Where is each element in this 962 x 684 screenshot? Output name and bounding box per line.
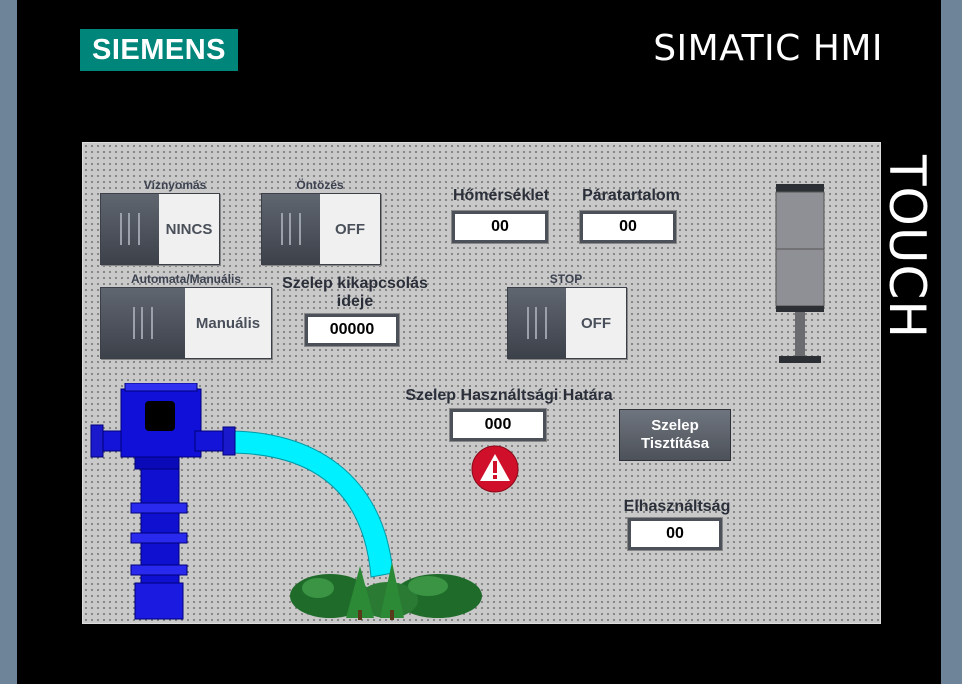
button-label: Szelep Tisztítása: [641, 417, 709, 453]
elhasznaltsag-label: Elhasználtság: [623, 498, 731, 515]
stop-switch[interactable]: OFF: [507, 287, 627, 359]
grip-icon: [281, 213, 301, 245]
ontozes-switch[interactable]: OFF: [261, 193, 381, 265]
button-label-line2: Tisztítása: [640, 435, 710, 452]
automata-switch[interactable]: Manuális: [100, 287, 272, 359]
homerseklet-label: Hőmérséklet: [452, 187, 550, 204]
viznyomas-label: Víznyomás: [143, 178, 207, 192]
stop-value: OFF: [566, 288, 626, 358]
hmi-panel-frame: SIEMENS SIMATIC HMI TOUCH Víznyomás NINC…: [17, 0, 941, 684]
homerseklet-field[interactable]: 00: [452, 211, 548, 243]
stop-label: STOP: [549, 272, 583, 286]
viznyomas-switch[interactable]: NINCS: [100, 193, 220, 265]
touch-text: TOUCH: [877, 154, 936, 340]
product-title: SIMATIC HMI: [653, 28, 883, 69]
switch-knob: [508, 288, 566, 358]
szelep-ido-label-line2: ideje: [336, 293, 374, 310]
szelep-ido-field[interactable]: 00000: [305, 314, 399, 346]
logo-text: SIEMENS: [91, 33, 227, 66]
pump-icon: [90, 383, 236, 620]
switch-knob: [101, 288, 185, 358]
panel-type-label: TOUCH: [872, 143, 941, 351]
elhasznaltsag-field[interactable]: 00: [628, 518, 722, 550]
viznyomas-value: NINCS: [159, 194, 219, 264]
button-label-line1: Szelep: [651, 417, 699, 434]
automata-label: Automata/Manuális: [130, 272, 241, 286]
paratartalom-label: Páratartalom: [582, 187, 680, 204]
paratartalom-field[interactable]: 00: [580, 211, 676, 243]
water-stream: [227, 430, 394, 578]
warning-icon: [471, 445, 519, 493]
grip-icon: [527, 307, 547, 339]
signal-tower-icon: [775, 184, 825, 363]
hmi-screen: Víznyomás NINCS Öntözés OFF Automata/Man…: [82, 142, 881, 624]
siemens-logo: SIEMENS: [80, 29, 238, 71]
szelep-ido-label: Szelep kikapcsolás ideje: [275, 275, 435, 311]
hasznalati-hatar-label: Szelep Használtsági Határa: [405, 387, 613, 404]
szelep-tisztitasa-button[interactable]: Szelep Tisztítása: [619, 409, 731, 461]
hasznalati-hatar-field[interactable]: 000: [450, 409, 546, 441]
szelep-ido-label-line1: Szelep kikapcsolás: [282, 275, 428, 292]
bush-icon: [290, 562, 482, 620]
ontozes-label: Öntözés: [296, 178, 344, 192]
grip-icon: [133, 307, 153, 339]
grip-icon: [120, 213, 140, 245]
automata-value: Manuális: [185, 288, 271, 358]
switch-knob: [262, 194, 320, 264]
switch-knob: [101, 194, 159, 264]
ontozes-value: OFF: [320, 194, 380, 264]
